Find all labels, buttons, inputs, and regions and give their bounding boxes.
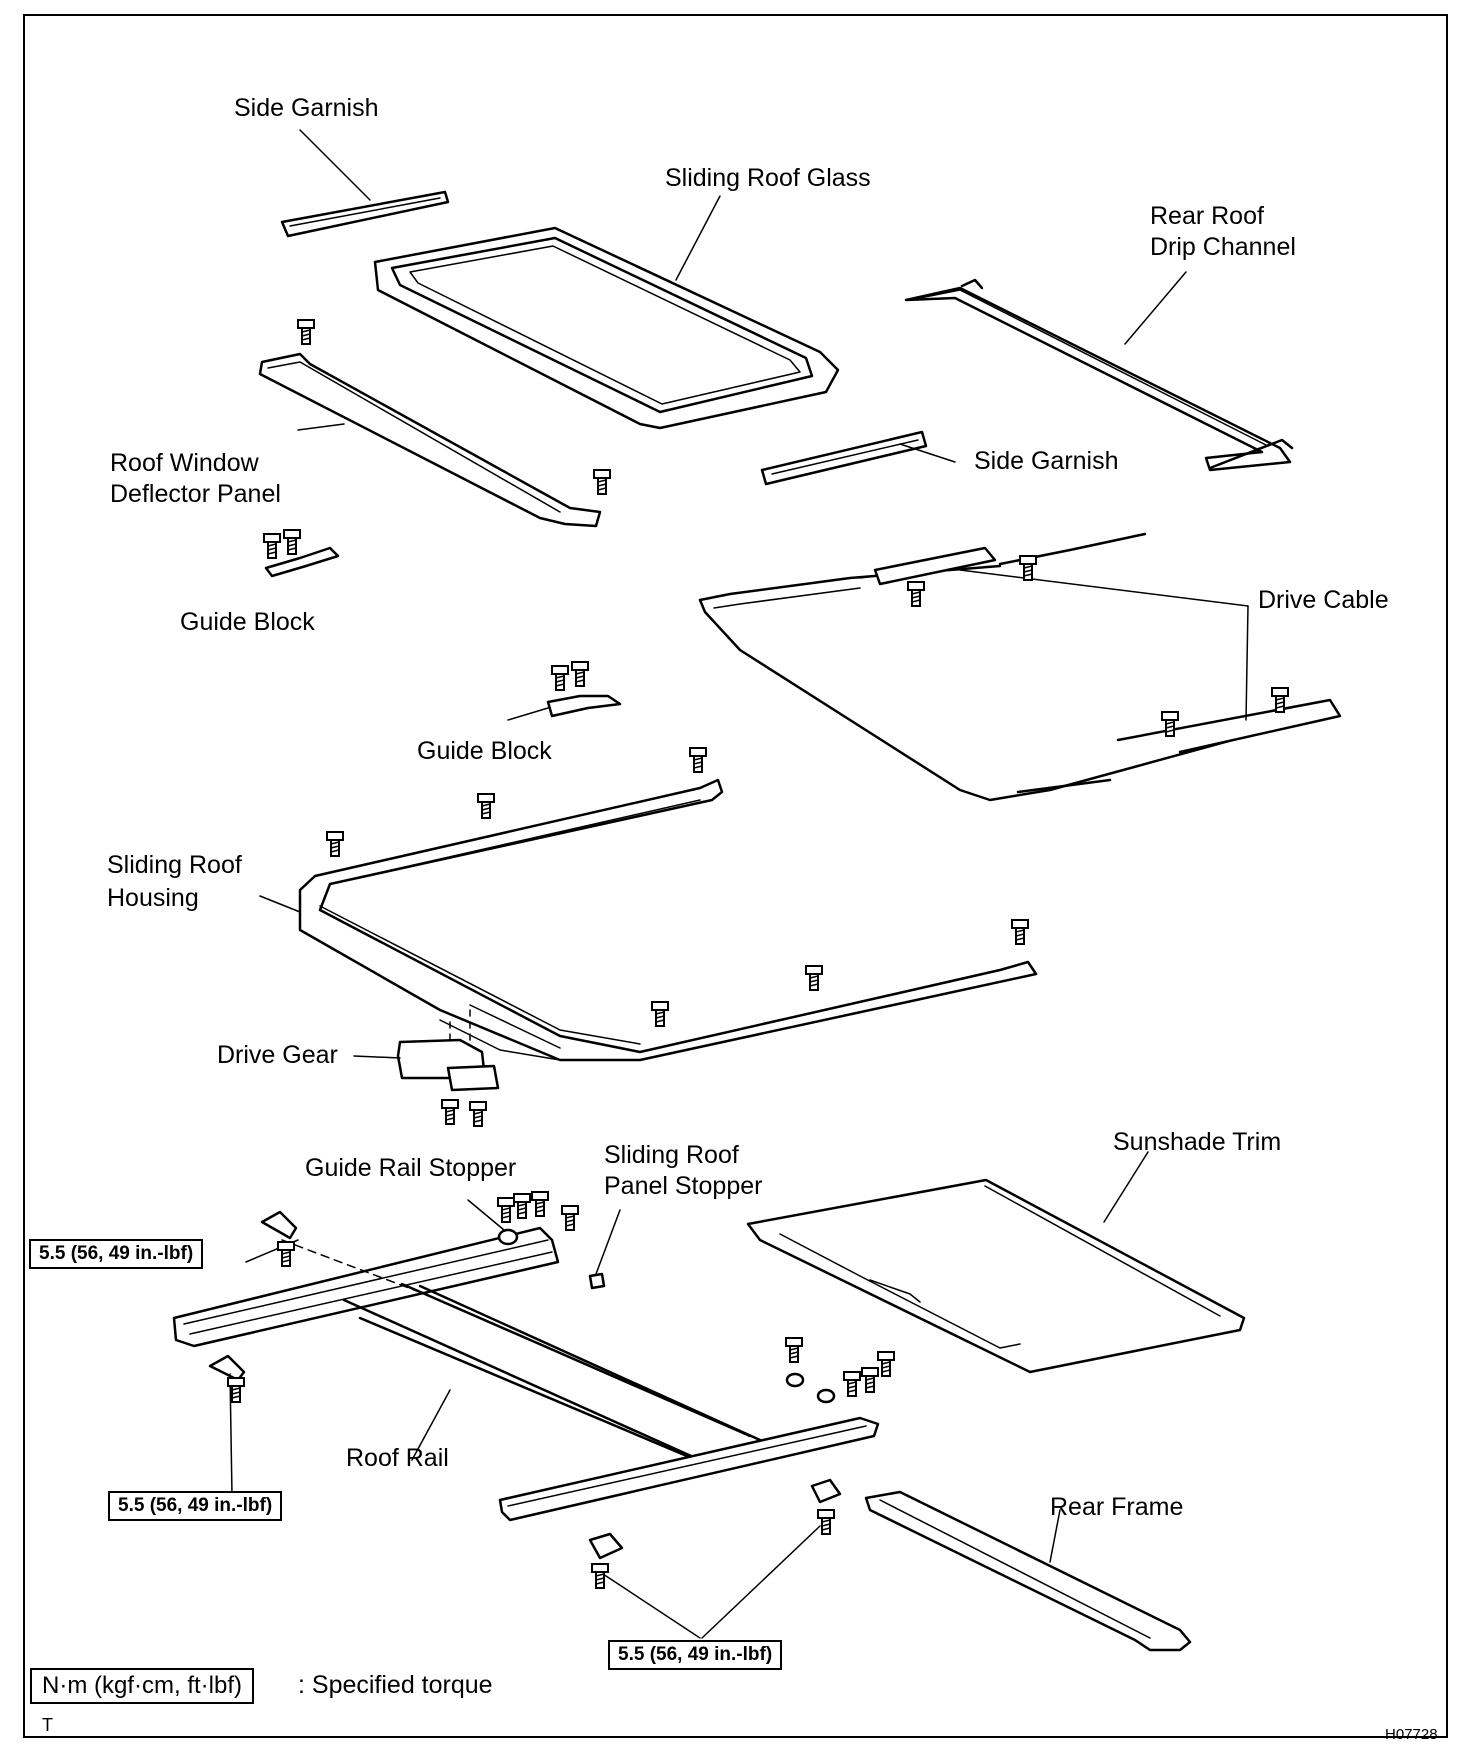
sliding-roof-glass-part [373, 226, 840, 430]
label-rear-frame: Rear Frame [1050, 1493, 1184, 1521]
label-sunshade-trim: Sunshade Trim [1113, 1128, 1282, 1156]
bolt [531, 1191, 549, 1217]
drive-cable-part [698, 532, 1342, 802]
label-rear-roof-drip-channel-line1: Rear Roof [1150, 202, 1264, 230]
label-drive-cable: Drive Cable [1258, 586, 1389, 614]
label-guide-rail-stopper: Guide Rail Stopper [305, 1154, 517, 1182]
bolt [861, 1367, 879, 1393]
label-roof-window-deflector-line1: Roof Window [110, 449, 259, 477]
bolt [817, 1509, 835, 1535]
label-roof-rail: Roof Rail [346, 1444, 449, 1472]
bolt [277, 1241, 295, 1267]
bolt [907, 581, 925, 607]
torque-spec-bottom-center: 5.5 (56, 49 in.-lbf) [608, 1640, 783, 1670]
legend-description: : Specified torque [298, 1671, 493, 1699]
torque-spec-left-lower: 5.5 (56, 49 in.-lbf) [108, 1491, 283, 1521]
bolt [561, 1205, 579, 1231]
label-roof-window-deflector-line2: Deflector Panel [110, 480, 281, 508]
label-sliding-roof-housing-line2: Housing [107, 884, 199, 912]
sliding-roof-housing-part [298, 778, 1038, 1062]
leader-lines [229, 129, 1249, 1639]
guide-rail-stopper-part [785, 1372, 805, 1388]
torque-spec-top-left: 5.5 (56, 49 in.-lbf) [29, 1239, 204, 1269]
bolt [571, 661, 589, 687]
label-sliding-roof-panel-stopper-line2: Panel Stopper [604, 1172, 763, 1200]
label-side-garnish-top: Side Garnish [234, 94, 379, 122]
bolt [297, 319, 315, 345]
guide-rail-stopper-part [497, 1228, 519, 1246]
label-sliding-roof-glass: Sliding Roof Glass [665, 164, 871, 192]
bolt [1019, 555, 1037, 581]
roof-rail-part [172, 1226, 880, 1522]
bolt [785, 1337, 803, 1363]
legend-unit-box: N·m (kgf·cm, ft·lbf) [30, 1668, 254, 1704]
bolt [263, 533, 281, 559]
bolt [283, 529, 301, 555]
rail-bracket [588, 1532, 624, 1560]
drive-gear-part [396, 1009, 500, 1092]
corner-mark: T [42, 1715, 53, 1735]
rear-frame-part [864, 1490, 1192, 1652]
bolt [497, 1197, 515, 1223]
label-sliding-roof-panel-stopper-line1: Sliding Roof [604, 1141, 739, 1169]
side-garnish-mid-part [760, 430, 928, 486]
bolt [1011, 919, 1029, 945]
label-guide-block-left: Guide Block [180, 608, 315, 636]
panel-stopper-clip [588, 1272, 606, 1290]
bolt [805, 965, 823, 991]
bolt [513, 1193, 531, 1219]
bolt [593, 469, 611, 495]
bolt [477, 793, 495, 819]
bolt [441, 1099, 459, 1125]
rail-bracket [208, 1354, 246, 1382]
bolt [651, 1001, 669, 1027]
bolt [469, 1101, 487, 1127]
roof-window-deflector-part [258, 352, 602, 528]
guide-block-center-part [507, 694, 622, 721]
label-drive-gear: Drive Gear [217, 1041, 338, 1069]
guide-rail-stopper-part [816, 1388, 836, 1404]
bolt [843, 1371, 861, 1397]
diagram-frame [23, 14, 1448, 1738]
label-rear-roof-drip-channel-line2: Drip Channel [1150, 233, 1296, 261]
bolt [877, 1351, 895, 1377]
rail-bracket [810, 1478, 842, 1504]
side-garnish-top-part [280, 190, 450, 238]
rail-bracket [260, 1210, 298, 1240]
label-guide-block-center: Guide Block [417, 737, 552, 765]
bolt [326, 831, 344, 857]
bolt [689, 747, 707, 773]
label-side-garnish-mid: Side Garnish [974, 447, 1119, 475]
sunshade-trim-part [746, 1178, 1246, 1374]
figure-code: H07728 [1385, 1726, 1438, 1743]
label-sliding-roof-housing-line1: Sliding Roof [107, 851, 242, 879]
guide-block-left-part [264, 546, 340, 578]
bolt [551, 665, 569, 691]
rear-roof-drip-channel-part [904, 278, 1294, 472]
